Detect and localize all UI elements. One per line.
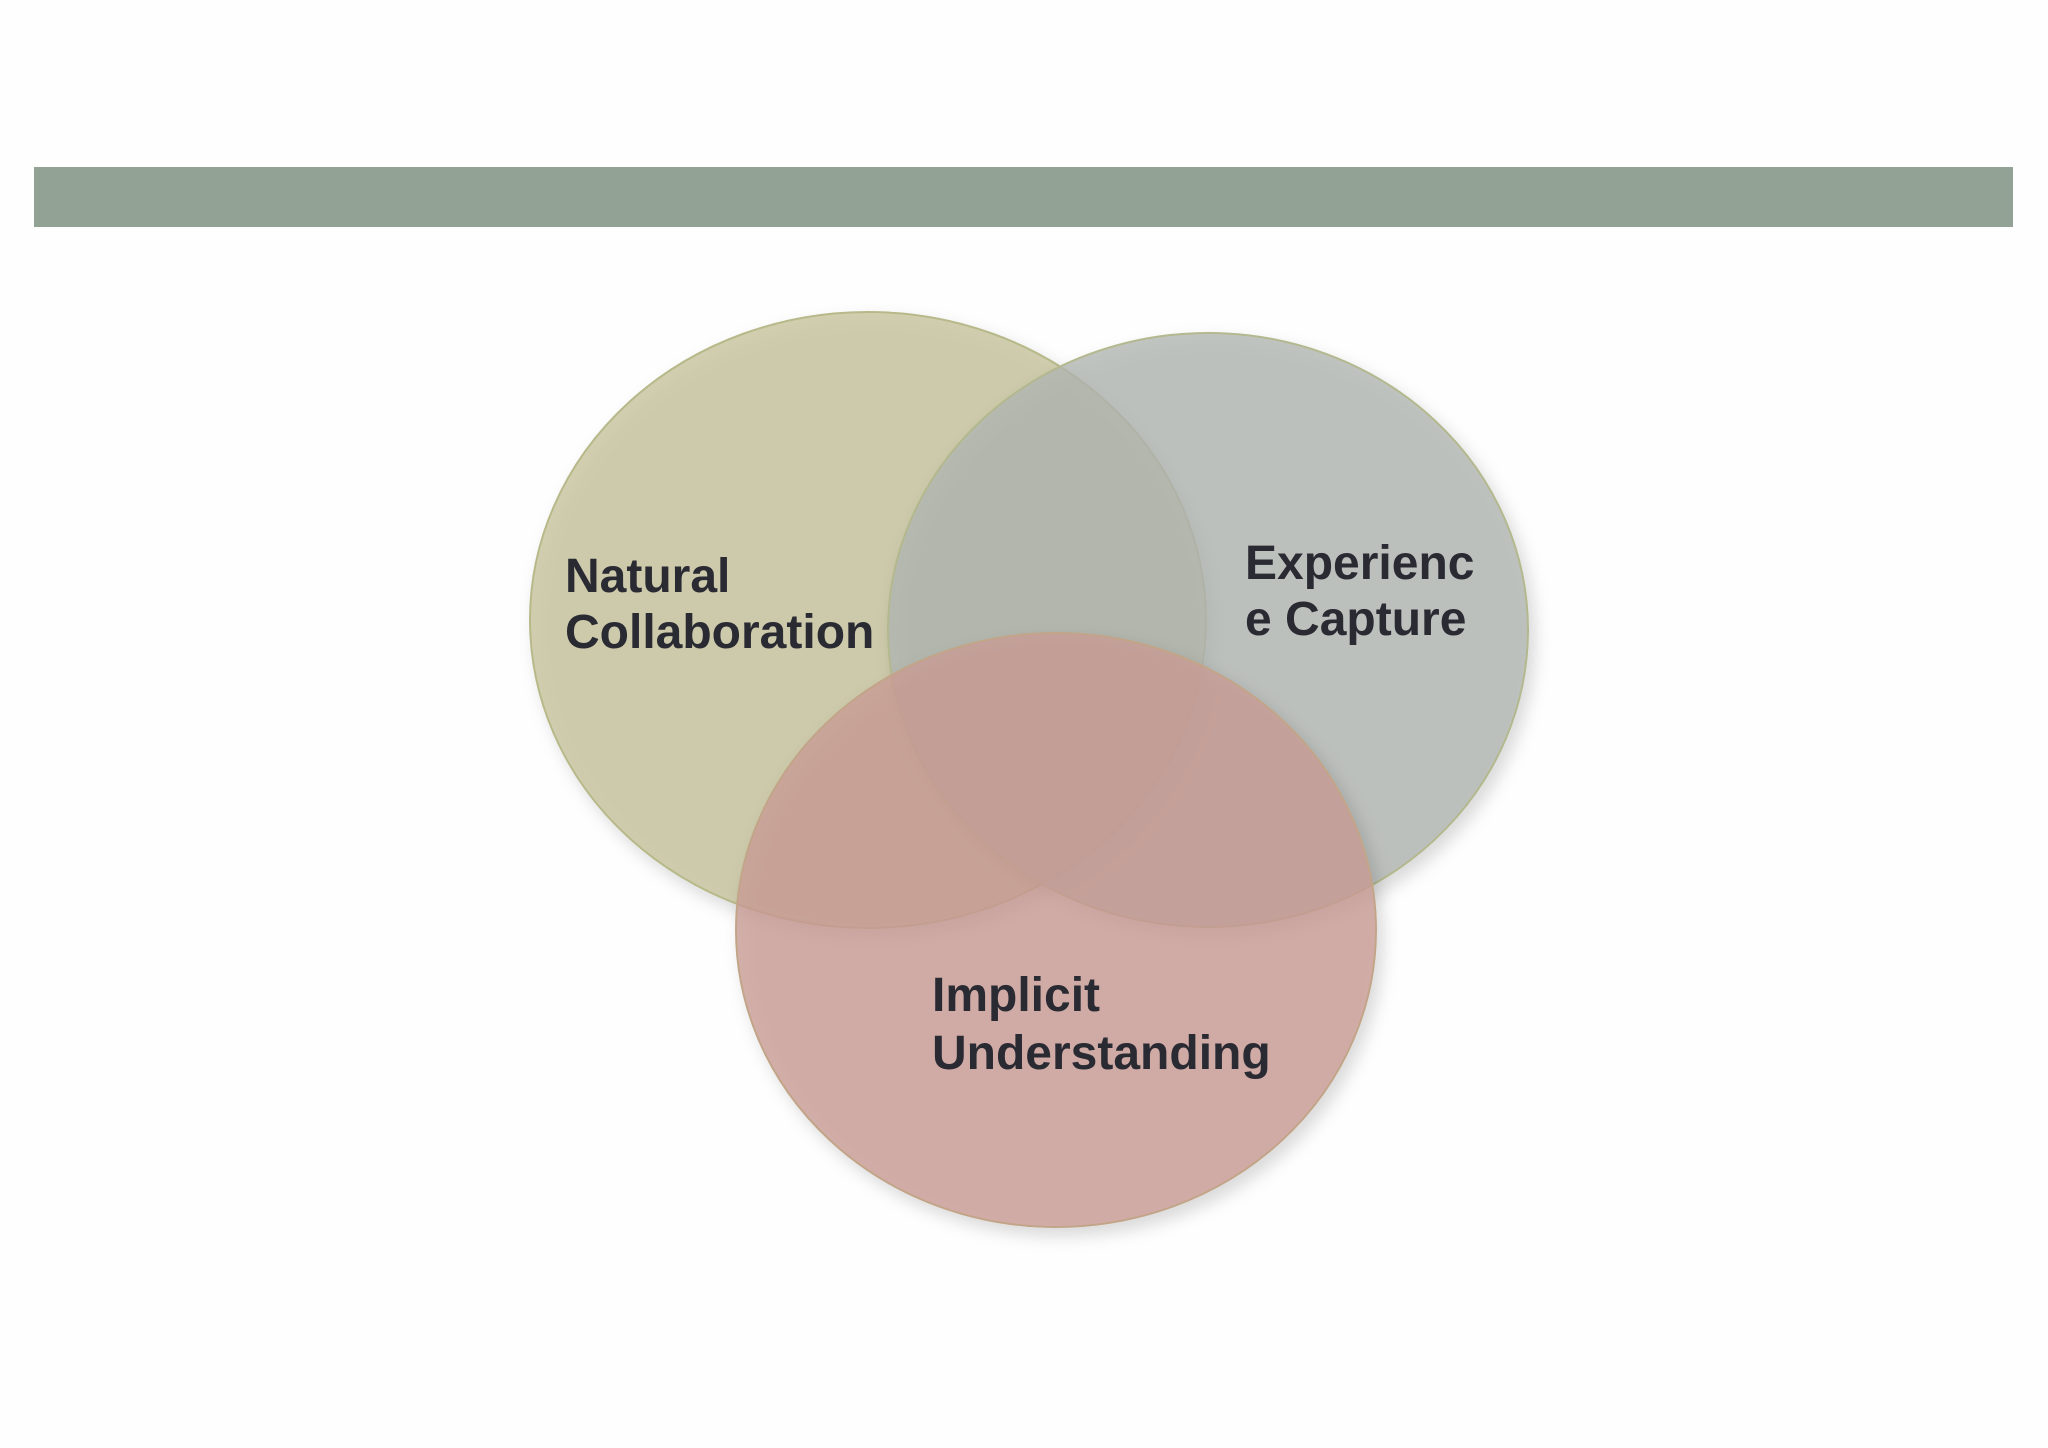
label-line: Natural xyxy=(565,550,730,603)
label-line: Implicit xyxy=(932,969,1100,1022)
circle-implicit-understanding xyxy=(735,632,1377,1228)
label-implicit-understanding: Implicit Understanding xyxy=(932,969,1271,1080)
label-line: Collaboration xyxy=(565,606,874,659)
header-band xyxy=(34,167,2013,227)
label-line: e Capture xyxy=(1245,593,1466,646)
label-line: Understanding xyxy=(932,1027,1271,1080)
label-experience-capture: Experienc e Capture xyxy=(1245,537,1488,646)
label-line: Experienc xyxy=(1245,537,1474,590)
label-natural-collaboration: Natural Collaboration xyxy=(565,550,874,659)
